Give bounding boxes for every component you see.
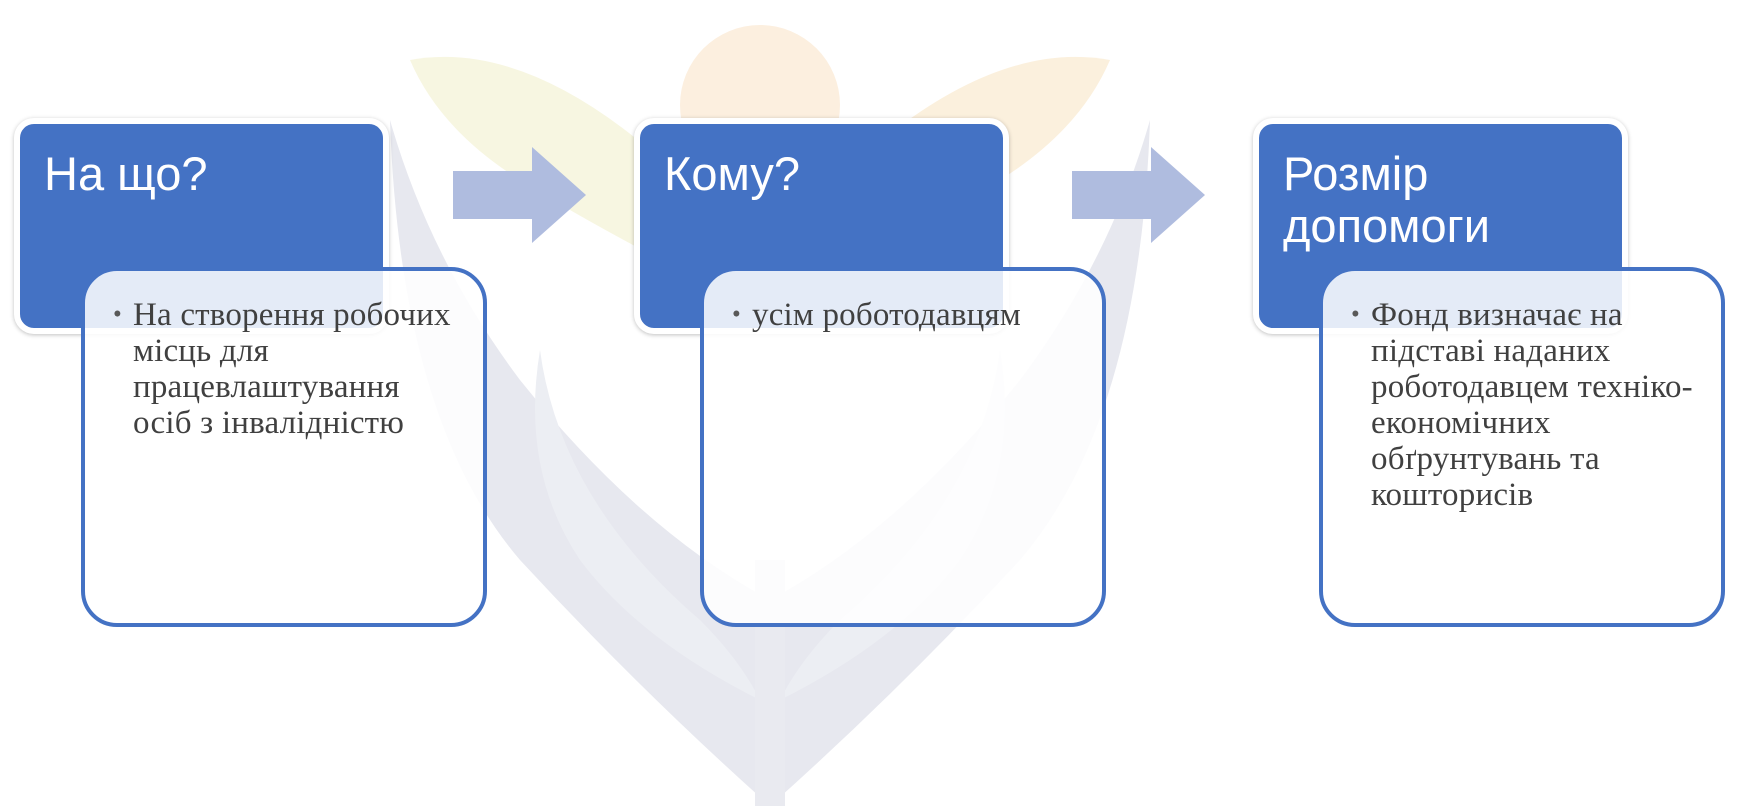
step-1-title: На що?	[44, 147, 208, 200]
watermark-inner-left	[535, 350, 760, 700]
bullet-icon: •	[1351, 301, 1360, 328]
right-arrow-icon	[1072, 147, 1205, 243]
step-2-title: Кому?	[664, 147, 800, 200]
step-2-body: • усім роботодавцям	[700, 267, 1106, 627]
step-3-text: Фонд визначає на підставі наданих робото…	[1371, 297, 1693, 513]
step-2-bullet-item: • усім роботодавцям	[732, 297, 1082, 333]
bullet-icon: •	[732, 301, 741, 328]
step-3-bullet-item: • Фонд визначає на підставі наданих робо…	[1351, 297, 1701, 513]
step-3-body: • Фонд визначає на підставі наданих робо…	[1319, 267, 1725, 627]
step-1-bullet-item: • На створення робочих місць для працевл…	[113, 297, 463, 441]
step-1-body: • На створення робочих місць для працевл…	[81, 267, 487, 627]
right-arrow-icon	[453, 147, 586, 243]
step-1-text: На створення робочих місць для працевлаш…	[133, 297, 451, 441]
step-2-text: усім роботодавцям	[752, 297, 1021, 333]
bullet-icon: •	[113, 301, 122, 328]
step-3-title: Розмір допомоги	[1283, 147, 1491, 252]
